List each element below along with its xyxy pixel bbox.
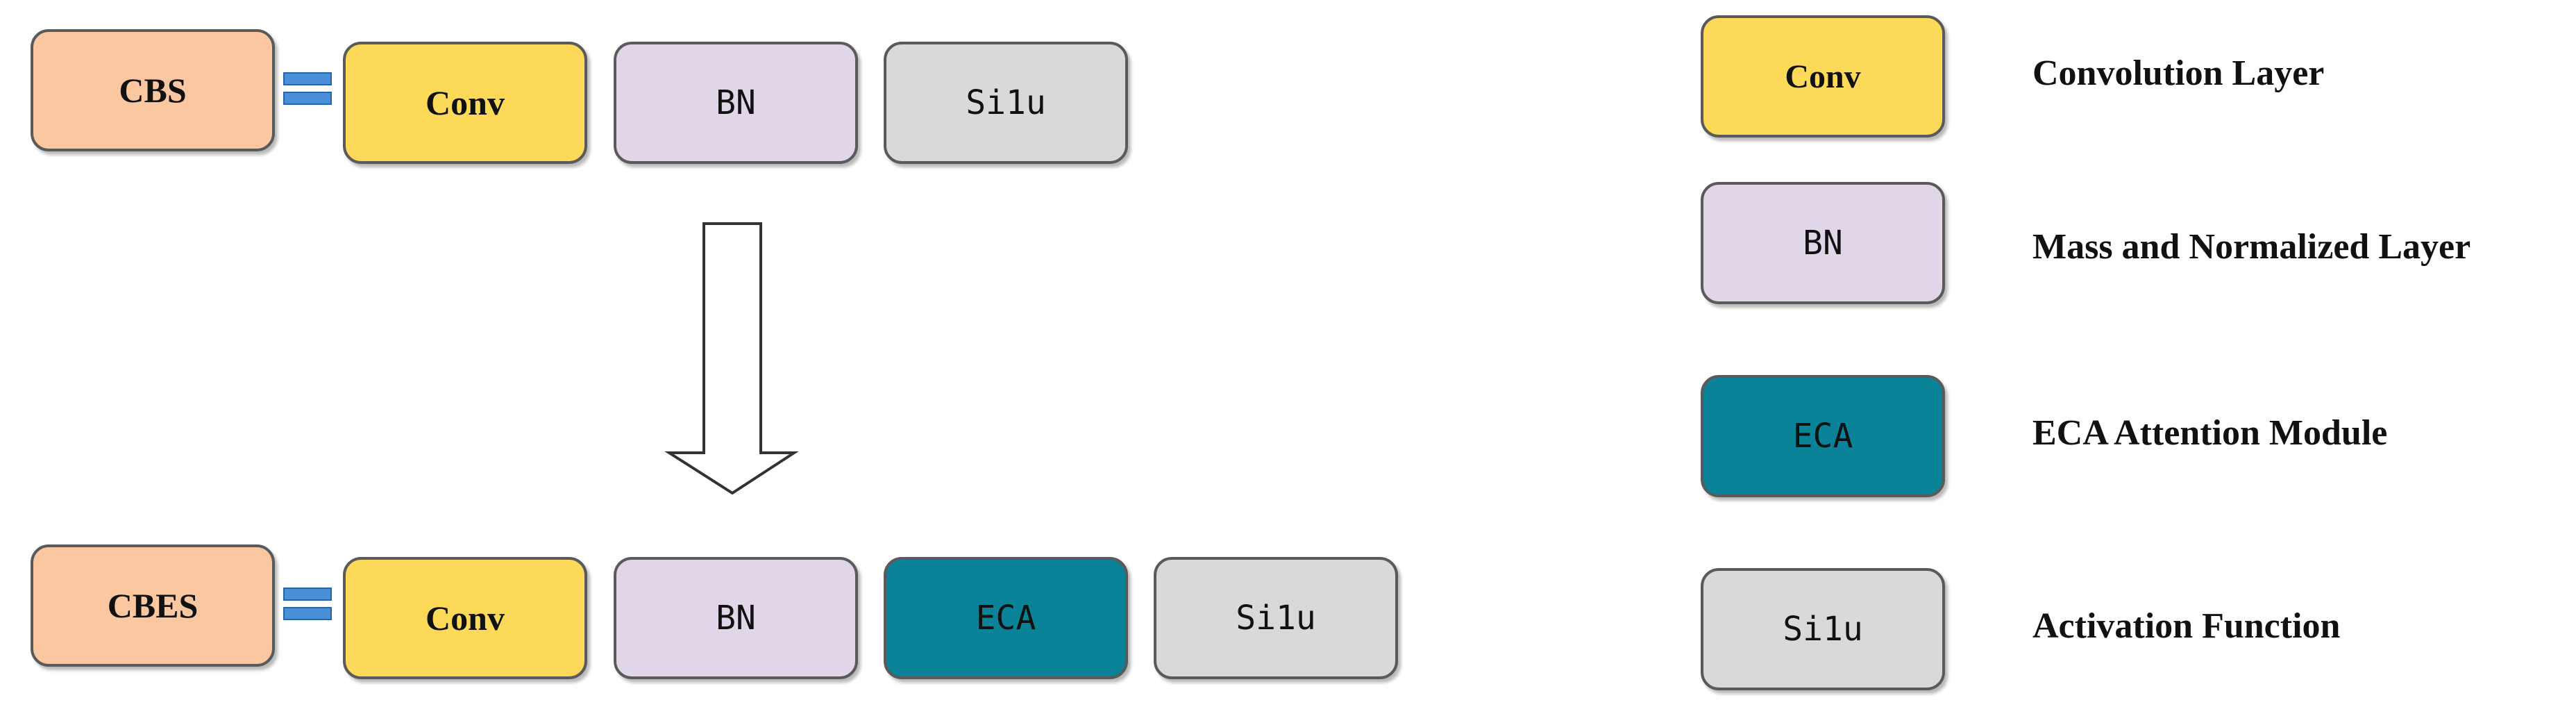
bn-block-label: BN	[716, 599, 756, 638]
conv-block: Conv	[343, 42, 587, 164]
legend-bn-block-label: BN	[1803, 224, 1843, 263]
conv-block-label: Conv	[426, 599, 505, 638]
legend-eca-swatch: ECA	[1701, 375, 1945, 497]
legend-conv-label: Convolution Layer	[2032, 53, 2325, 93]
silu-block-label: Si1u	[1236, 599, 1316, 638]
legend-conv-swatch: Conv	[1701, 15, 1945, 138]
bn-block: BN	[614, 42, 858, 164]
silu-block: Si1u	[884, 42, 1128, 164]
legend-silu-block-label: Si1u	[1783, 610, 1863, 649]
cbes-module-box: CBES	[31, 544, 275, 667]
bn-block: BN	[614, 557, 858, 679]
silu-block: Si1u	[1154, 557, 1398, 679]
silu-block-label: Si1u	[966, 83, 1046, 122]
bn-block-label: BN	[716, 83, 756, 122]
legend-bn-swatch: BN	[1701, 182, 1945, 304]
cbs-module-label: CBS	[119, 71, 187, 110]
down-arrow-icon	[664, 222, 798, 495]
legend-eca-label: ECA Attention Module	[2032, 413, 2388, 453]
conv-block-label: Conv	[426, 83, 505, 122]
legend-bn-label: Mass and Normalized Layer	[2032, 227, 2471, 267]
legend-silu-swatch: Si1u	[1701, 568, 1945, 690]
cbs-module-box: CBS	[31, 29, 275, 151]
cbes-module-label: CBES	[107, 586, 199, 625]
legend-conv-block-label: Conv	[1785, 58, 1861, 95]
eca-block-label: ECA	[975, 599, 1036, 638]
conv-block: Conv	[343, 557, 587, 679]
equals-icon	[283, 72, 332, 106]
legend-silu-label: Activation Function	[2032, 606, 2341, 646]
eca-block: ECA	[884, 557, 1128, 679]
equals-icon	[283, 588, 332, 621]
legend-eca-block-label: ECA	[1792, 417, 1853, 456]
